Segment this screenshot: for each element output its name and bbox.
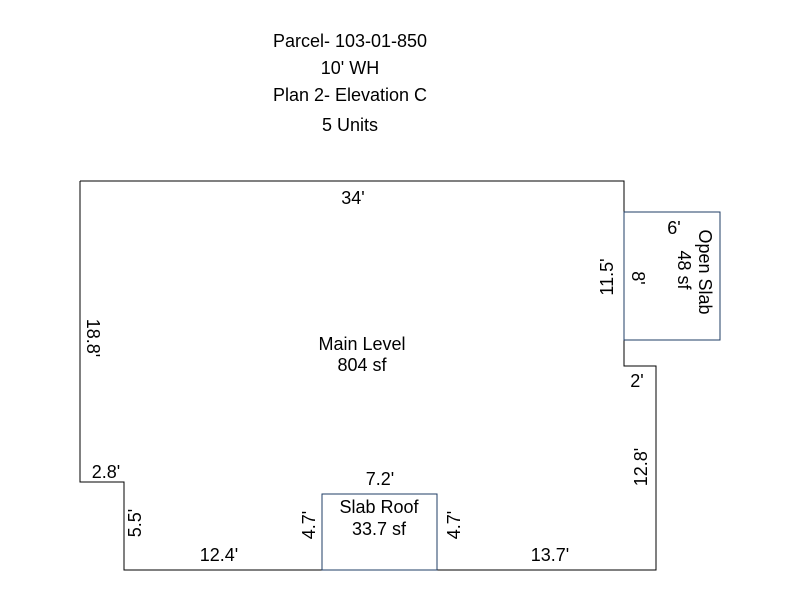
slab-roof-name: Slab Roof xyxy=(339,497,419,517)
slab-roof-outline xyxy=(321,493,438,571)
parcel-label: Parcel- 103-01-850 xyxy=(272,31,428,51)
wall-height-label: 10' WH xyxy=(320,58,380,78)
open-slab-area: 48 sf xyxy=(674,250,694,290)
dim-slab-roof-left: 4.7' xyxy=(299,511,319,539)
dim-right-lower: 12.8' xyxy=(631,448,651,486)
main-level-name: Main Level xyxy=(318,334,405,354)
dim-left: 18.8' xyxy=(83,319,103,357)
dim-top: 34' xyxy=(341,188,364,208)
dim-bottom-left: 12.4' xyxy=(200,545,238,565)
dim-open-slab-width: 6' xyxy=(667,218,680,238)
dim-bottom-left-jog: 2.8' xyxy=(92,462,120,482)
plan-label: Plan 2- Elevation C xyxy=(272,85,428,105)
main-level-area: 804 sf xyxy=(337,355,387,375)
dim-right-jog: 2' xyxy=(630,371,643,391)
dim-slab-roof-right: 4.7' xyxy=(444,511,464,539)
units-label: 5 Units xyxy=(321,115,379,135)
dim-right-upper: 11.5' xyxy=(597,258,617,295)
dim-bottom-left-drop: 5.5' xyxy=(125,509,145,537)
open-slab-name: Open Slab xyxy=(695,229,715,314)
dim-open-slab-depth: 8' xyxy=(628,271,648,284)
dim-slab-roof-width: 7.2' xyxy=(366,469,394,489)
open-slab-outline xyxy=(623,211,721,341)
dim-bottom-right: 13.7' xyxy=(531,545,569,565)
slab-roof-area: 33.7 sf xyxy=(352,519,407,539)
